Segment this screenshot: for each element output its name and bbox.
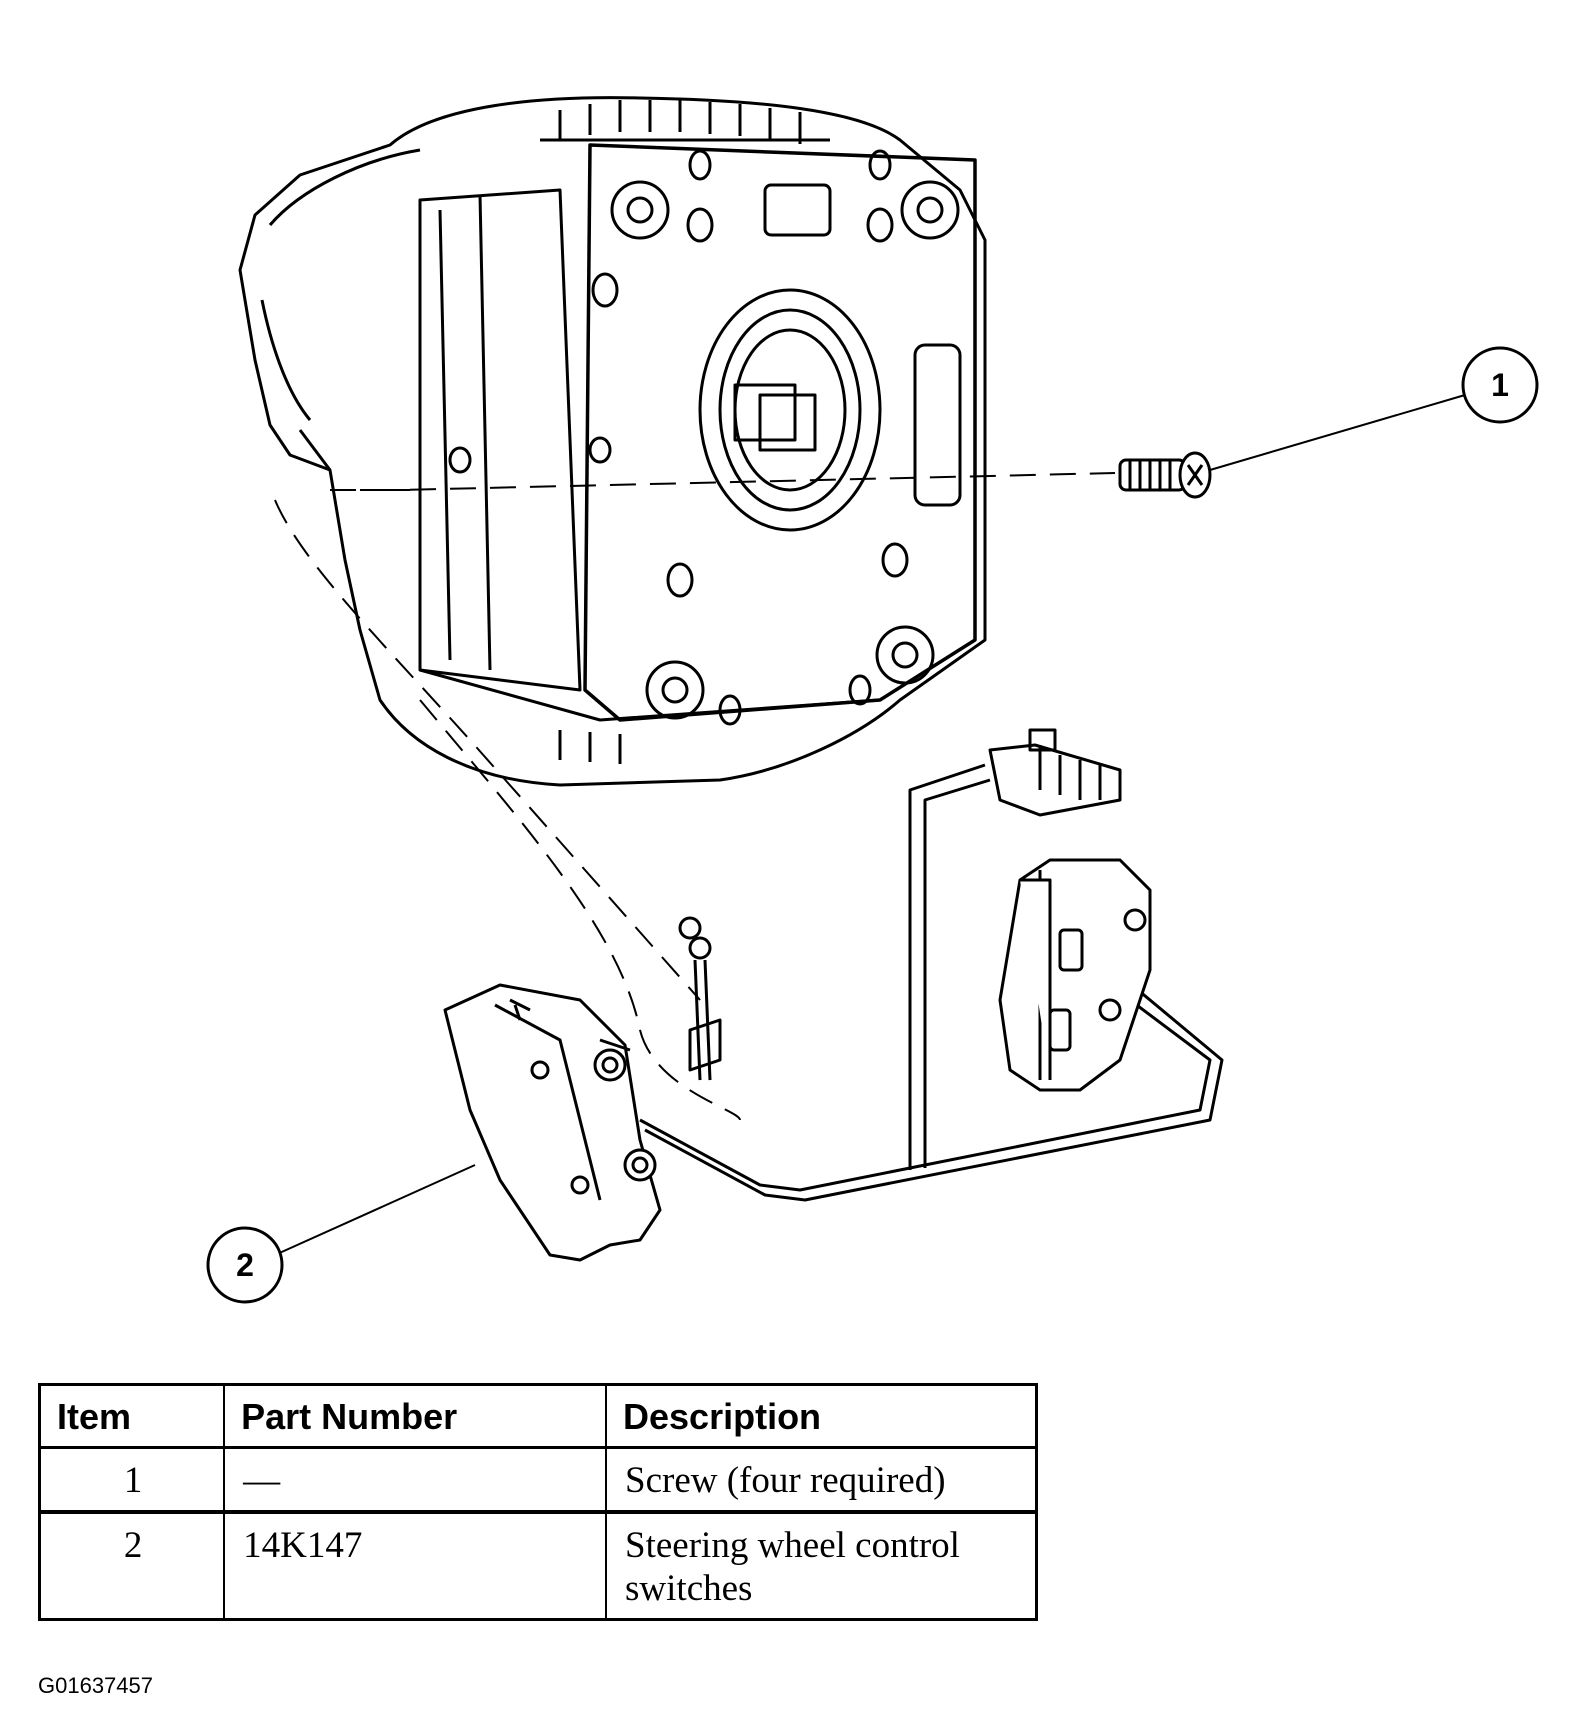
callout-1: 1	[1461, 346, 1539, 424]
alignment-lines	[274, 472, 1116, 1121]
callout-leaders	[274, 394, 1466, 1256]
right-control-switch	[998, 858, 1152, 1092]
callout-2: 2	[206, 1226, 284, 1304]
wire-harness	[639, 728, 1224, 1202]
table-row: 2 14K147 Steering wheel control switches	[39, 1512, 1037, 1620]
steering-wheel-switch-diagram: 1 2	[206, 96, 1539, 1304]
cell-description: Steering wheel control switches	[625, 1525, 960, 1609]
cell-item: 1	[39, 1447, 226, 1514]
left-control-switch	[443, 983, 662, 1262]
parts-table-header-row: Item Part Number Description	[39, 1384, 1037, 1449]
figure-id: G01637457	[38, 1673, 153, 1698]
cell-part-number: —	[224, 1447, 608, 1514]
steering-wheel-hub	[238, 96, 987, 787]
cell-part-number: 14K147	[224, 1512, 608, 1620]
cell-description: Screw (four required)	[606, 1447, 1037, 1514]
screw-part	[1118, 451, 1212, 499]
cell-item: 2	[39, 1512, 226, 1620]
header-item: Item	[39, 1384, 226, 1449]
table-row: 1 — Screw (four required)	[39, 1447, 1037, 1514]
callout-2-number: 2	[236, 1247, 254, 1283]
header-description: Description	[606, 1384, 1037, 1449]
header-part-number: Part Number	[224, 1384, 608, 1449]
parts-table: Item Part Number Description 1 — Screw (…	[38, 1383, 1038, 1621]
callout-1-number: 1	[1491, 367, 1509, 403]
